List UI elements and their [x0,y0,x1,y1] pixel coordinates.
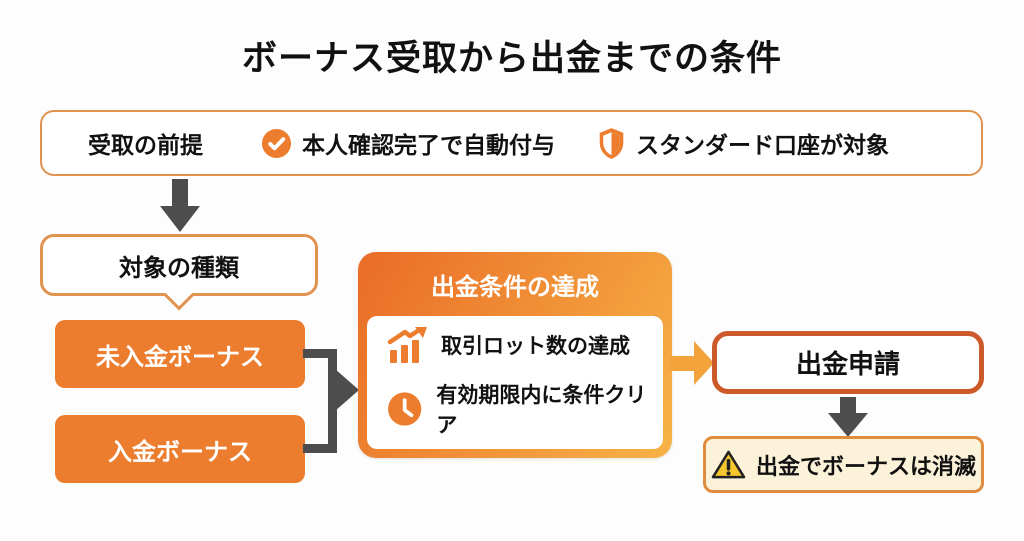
flow-arrow-down-icon [160,179,200,232]
condition-text: 有効期限内に条件クリア [436,383,647,437]
flow-arrow-down-icon [828,397,868,437]
conditions-header: 出金条件の達成 [431,273,599,301]
withdrawal-box: 出金申請 [712,331,984,394]
connector-arrow-right-icon [335,369,359,411]
connector-line [303,349,337,358]
type-bubble: 対象の種類 [40,234,318,311]
condition-text: 取引ロット数の達成 [441,334,630,358]
arrow-head [160,206,200,232]
connector-line [328,349,337,453]
premise-box: 受取の前提 本人確認完了で自動付与 スタンダード口座が対象 [40,110,983,176]
premise-label: 受取の前提 [88,132,203,158]
bonus-box-deposit: 入金ボーナス [55,415,305,483]
condition-item-expiry: 有効期限内に条件クリア [387,379,663,439]
conditions-box: 出金条件の達成 取引ロット数の達成 有効期限内に条件クリア [358,252,672,458]
arrow-shaft [840,397,856,413]
clock-icon [388,391,422,426]
premise-item-auto-grant: 本人確認完了で自動付与 [261,126,555,160]
bonus-label: 未入金ボーナス [96,343,264,371]
type-bubble-label: 対象の種類 [119,254,239,282]
premise-item-standard-account: スタンダード口座が対象 [597,126,889,160]
arrow-shaft [172,179,188,206]
warning-box: 出金でボーナスは消滅 [703,436,984,493]
warning-triangle-icon [711,450,746,479]
condition-item-lots: 取引ロット数の達成 [387,326,663,363]
warning-text: 出金でボーナスは消滅 [755,453,976,479]
withdrawal-label: 出金申請 [795,349,900,379]
connector-line [303,444,337,453]
premise-item-text: 本人確認完了で自動付与 [302,132,555,158]
flow-arrow-right-icon [670,356,694,371]
flow-arrow-right-head [694,341,714,385]
arrow-head [828,413,868,437]
page-title: ボーナス受取から出金までの条件 [241,39,782,78]
bonus-label: 入金ボーナス [108,438,252,466]
bubble-tail [163,279,195,311]
conditions-body: 取引ロット数の達成 有効期限内に条件クリア [367,316,663,449]
check-circle-icon [261,128,292,158]
bonus-box-no-deposit: 未入金ボーナス [55,320,305,388]
premise-item-text: スタンダード口座が対象 [636,132,889,158]
shield-icon [599,127,624,159]
chart-up-icon [387,326,427,363]
